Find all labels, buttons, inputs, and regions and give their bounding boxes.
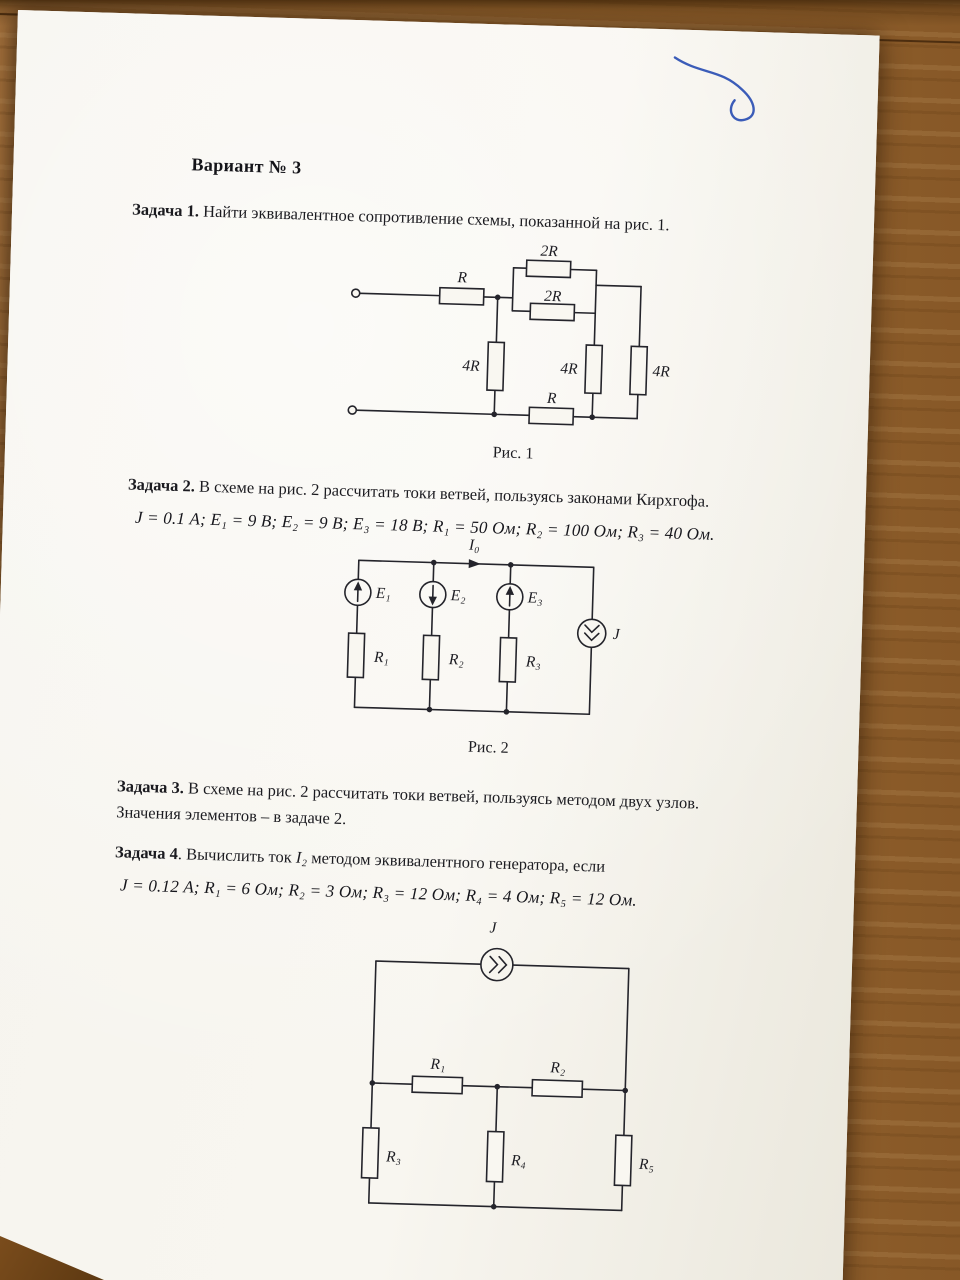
fig2-current-source-j [576, 618, 607, 649]
fig3-resistor-r5 [613, 1134, 633, 1187]
fig2-label-e3: E₃ [527, 589, 543, 606]
task1-label: Задача 1. [131, 199, 200, 221]
fig1-resistor-4r-left [486, 341, 506, 392]
fig2-caption: Рис. 2 [467, 738, 509, 757]
task3-label: Задача 3. [116, 776, 185, 798]
task4-math-i2: I₂ [295, 847, 308, 867]
fig2-circuit: I₀ E₁ E₂ E₃ R₁ R₂ R₃ J [344, 537, 621, 716]
fig1-label-4r-right: 4R [652, 363, 670, 381]
fig3-resistor-r3 [360, 1126, 380, 1180]
fig3-label-r3: R₃ [385, 1148, 401, 1165]
task4-text-pre: . Вычислить ток [177, 844, 297, 867]
task1-text: Найти эквивалентное сопротивление схемы,… [198, 201, 670, 235]
fig1-node-dots [491, 294, 595, 421]
task4-text-post: методом эквивалентного генератора, если [306, 847, 606, 876]
fig1-label-r-bottom: R [546, 390, 557, 407]
fig1-label-4r-left: 4R [462, 357, 480, 375]
fig2-label-r3: R₃ [525, 653, 541, 670]
task2-label: Задача 2. [127, 474, 196, 496]
task3-paragraph: Задача 3. В схеме на рис. 2 рассчитать т… [116, 773, 817, 846]
fig1-wires [355, 267, 642, 420]
fig2-label-e1: E₁ [375, 585, 391, 602]
fig3-circuit: J R₁ R₂ R₃ R₄ R₅ [360, 919, 654, 1212]
fig2-label-i0: I₀ [468, 537, 480, 554]
fig3-node-dots [369, 1080, 629, 1210]
fig1-resistor-2r-b [529, 302, 576, 322]
paper-sheet: Вариант № 3 Задача 1. Найти эквивалентно… [0, 10, 880, 1280]
fig2-label-j: J [612, 626, 621, 643]
fig1-resistor-4r-mid [584, 344, 604, 395]
fig3-label-r2: R₂ [549, 1059, 566, 1076]
fig3-resistor-r1 [411, 1075, 464, 1095]
fig2-label-r2: R₂ [448, 651, 465, 668]
fig2-source-e2 [419, 580, 447, 609]
fig2-label-r1: R₁ [373, 649, 389, 666]
fig3-resistor-r4 [485, 1130, 505, 1183]
fig2-label-e2: E₂ [450, 587, 467, 604]
fig3-label-r1: R₁ [429, 1056, 445, 1073]
fig2-resistor-r3 [498, 636, 518, 683]
task2-text: В схеме на рис. 2 рассчитать токи ветвей… [194, 476, 710, 511]
fig1-resistor-2r-a [525, 259, 572, 279]
fig2-source-e3 [496, 583, 524, 611]
fig2-current-arrow-i0 [468, 559, 481, 569]
fig1-label-4r-mid: 4R [560, 360, 578, 378]
fig1-resistor-r-top [438, 286, 485, 306]
task3-text2: Значения элементов – в задаче 2. [115, 802, 347, 829]
fig1-label-r-top: R [456, 269, 467, 286]
fig2-source-e1 [344, 578, 372, 607]
fig1-circuit: R 2R 2R 4R 4R 4R R [347, 243, 671, 426]
fig2-node-dots [426, 559, 514, 715]
fig3-j-chevrons [488, 955, 499, 974]
fig2-resistor-r2 [421, 634, 441, 681]
pen-scribble [673, 56, 755, 122]
fig1-resistor-4r-right [629, 345, 649, 396]
fig3-label-j: J [489, 919, 498, 936]
fig2-resistor-r1 [346, 632, 366, 679]
fig3-label-r4: R₄ [510, 1152, 526, 1169]
fig1-caption: Рис. 1 [492, 444, 534, 463]
fig3-resistor-r2 [531, 1078, 584, 1099]
fig2-j-chevrons [584, 624, 600, 634]
fig2-wires [353, 559, 595, 716]
page-title: Вариант № 3 [191, 154, 302, 178]
fig3-label-r5: R₅ [638, 1156, 654, 1173]
task4-label: Задача 4 [114, 842, 179, 864]
fig3-current-source-j [480, 947, 514, 982]
fig1-resistor-r-bottom [528, 406, 575, 426]
task1-paragraph: Задача 1. Найти эквивалентное сопротивле… [112, 196, 802, 242]
fig1-terminal-bottom [347, 405, 358, 415]
fig1-label-2r-a: 2R [540, 243, 558, 261]
fig1-label-2r-b: 2R [544, 288, 562, 306]
fig1-terminal-top [350, 288, 361, 298]
